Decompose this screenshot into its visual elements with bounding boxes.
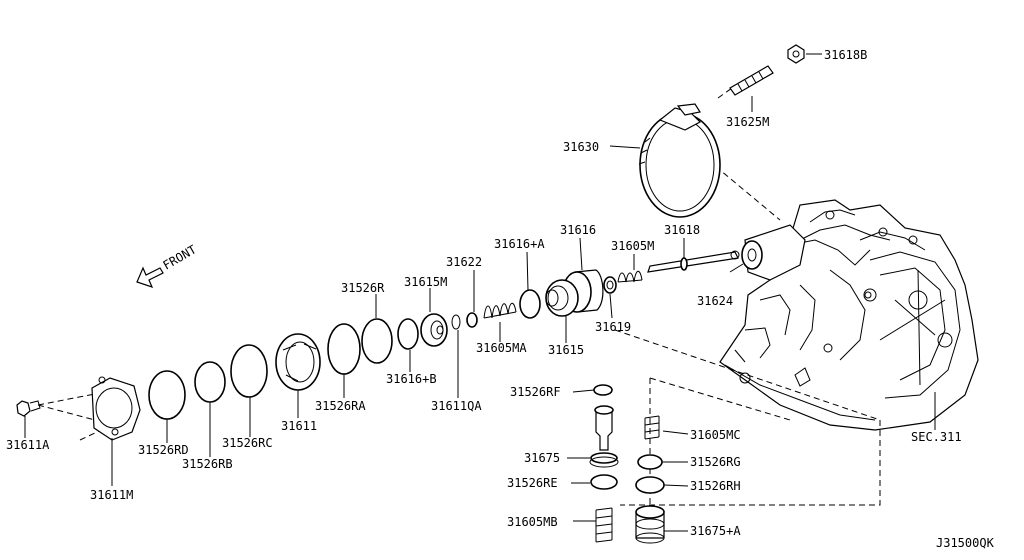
valve-parts-drawing [589,384,665,544]
label-31630: 31630 [563,140,599,154]
label-31624: 31624 [697,294,733,308]
label-31616-a: 31616+A [494,237,545,251]
label-31526r: 31526R [341,281,385,295]
label-31618b: 31618B [824,48,867,62]
label-31619: 31619 [595,320,631,334]
label-31675-a: 31675+A [690,524,741,538]
label-31611m: 31611M [90,488,133,502]
label-31622: 31622 [446,255,482,269]
label-31526rg: 31526RG [690,455,741,469]
label-31526re: 31526RE [507,476,558,490]
label-31526rc: 31526RC [222,436,273,450]
label-31526rh: 31526RH [690,479,741,493]
label-sec311: SEC.311 [911,430,962,444]
label-31611: 31611 [281,419,317,433]
label-31526rb: 31526RB [182,457,233,471]
label-31615m: 31615M [404,275,447,289]
label-31605ma: 31605MA [476,341,527,355]
label-31605m: 31605M [611,239,654,253]
label-31616-b: 31616+B [386,372,437,386]
diagram-reference-code: J31500QK [936,536,995,550]
label-31526ra: 31526RA [315,399,366,413]
clutch-assembly-drawing [16,250,740,441]
transmission-case-drawing [719,199,979,431]
label-31675: 31675 [524,451,560,465]
label-31616: 31616 [560,223,596,237]
anchor-stud-drawing [729,44,805,96]
label-31615: 31615 [548,343,584,357]
label-31611qa: 31611QA [431,399,482,413]
leader-lines [24,53,936,532]
label-31526rd: 31526RD [138,443,189,457]
front-direction-arrow [136,266,164,288]
label-31625m: 31625M [726,115,769,129]
label-31605mc: 31605MC [690,428,741,442]
label-31526rf: 31526RF [510,385,561,399]
label-31618: 31618 [664,223,700,237]
front-direction-label: FRONT [161,242,199,272]
brake-band-drawing [638,103,721,218]
part-number-labels: 31618B 31625M 31630 31616 31616+A 31605M… [6,48,995,550]
label-31605mb: 31605MB [507,515,558,529]
label-31611a: 31611A [6,438,50,452]
